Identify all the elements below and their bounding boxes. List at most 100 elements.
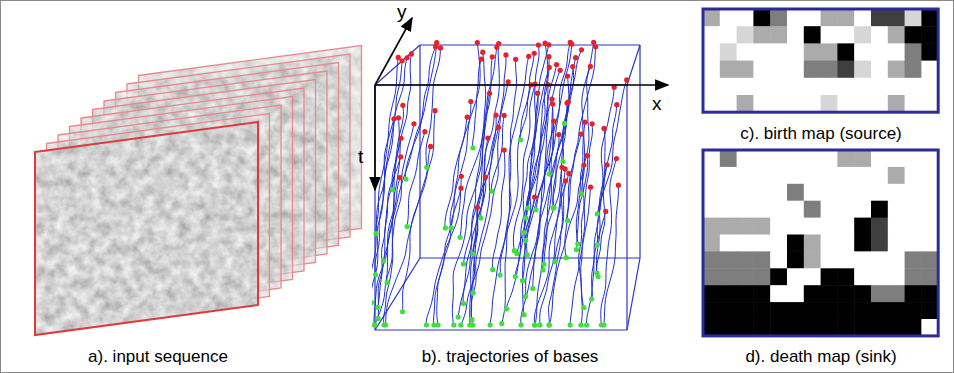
map-cell <box>854 9 871 27</box>
map-cell <box>804 9 821 27</box>
birth-point <box>400 103 405 108</box>
map-border <box>703 9 938 112</box>
trajectory <box>520 53 534 140</box>
map-cell <box>821 184 838 201</box>
map-cell <box>753 302 770 319</box>
map-cell <box>854 26 871 44</box>
death-point <box>469 317 474 322</box>
trajectories <box>372 40 629 328</box>
map-cell <box>737 9 754 27</box>
map-cell <box>921 319 938 336</box>
map-cell <box>837 251 854 268</box>
map-cell <box>804 218 821 235</box>
map-cell <box>804 251 821 268</box>
birth-point <box>563 178 568 183</box>
map-cell <box>804 201 821 218</box>
trajectory <box>407 132 425 227</box>
map-cell <box>854 184 871 201</box>
map-cell <box>921 95 938 113</box>
trajectory <box>471 127 498 325</box>
video-frame <box>35 122 258 335</box>
map-cell <box>888 218 905 235</box>
birth-point <box>432 108 437 113</box>
death-point <box>521 230 526 235</box>
map-cell <box>888 167 905 184</box>
death-point <box>478 215 483 220</box>
birth-point <box>591 40 596 45</box>
map-cell <box>837 285 854 302</box>
death-point <box>458 322 463 327</box>
death-point <box>375 316 380 321</box>
birth-point <box>547 65 552 70</box>
map-cell <box>871 201 888 218</box>
map-cell <box>703 26 720 44</box>
map-cell <box>921 184 938 201</box>
map-cell <box>804 302 821 319</box>
map-cell <box>720 285 737 302</box>
death-point <box>589 296 594 301</box>
map-cell <box>888 184 905 201</box>
map-cell <box>905 78 922 96</box>
birth-point <box>536 42 541 47</box>
birth-point <box>565 73 570 78</box>
death-point <box>523 294 528 299</box>
map-cell <box>821 302 838 319</box>
map-cell <box>804 150 821 167</box>
map-cell <box>888 26 905 44</box>
map-cell <box>888 78 905 96</box>
death-point <box>372 300 374 305</box>
map-cell <box>787 78 804 96</box>
map-cell <box>921 150 938 167</box>
map-cell <box>737 235 754 252</box>
map-cell <box>854 167 871 184</box>
map-cell <box>787 201 804 218</box>
death-point <box>381 322 386 327</box>
death-point <box>457 235 462 240</box>
death-point <box>532 322 537 327</box>
death-point <box>513 274 518 279</box>
birth-point <box>434 40 439 45</box>
map-cell <box>821 218 838 235</box>
map-cell <box>737 95 754 113</box>
map-cell <box>837 218 854 235</box>
map-cell <box>888 43 905 61</box>
birth-point <box>475 40 480 45</box>
map-cell <box>921 9 938 27</box>
trajectory <box>445 117 467 228</box>
death-point <box>400 309 405 314</box>
birth-point <box>614 156 619 161</box>
death-point <box>568 322 573 327</box>
birth-point <box>563 166 568 171</box>
map-cell <box>770 43 787 61</box>
map-cell <box>703 95 720 113</box>
birth-point <box>475 205 480 210</box>
death-point <box>443 225 448 230</box>
birth-point <box>391 116 396 121</box>
birth-point <box>526 54 531 59</box>
trajectory <box>434 188 461 325</box>
map-cell <box>821 167 838 184</box>
map-cell <box>753 78 770 96</box>
trajectory <box>597 87 614 244</box>
map-cell <box>720 26 737 44</box>
map-cell <box>871 26 888 44</box>
map-cell <box>905 251 922 268</box>
birth-point <box>546 42 551 47</box>
death-point <box>518 137 523 142</box>
map-cell <box>703 9 720 27</box>
birth-map <box>703 9 939 113</box>
map-cell <box>854 235 871 252</box>
birth-point <box>579 131 584 136</box>
birth-point <box>584 153 589 158</box>
map-cell <box>753 201 770 218</box>
map-cell <box>921 201 938 218</box>
map-cell <box>787 150 804 167</box>
map-cell <box>821 95 838 113</box>
birth-point <box>614 102 619 107</box>
map-cell <box>871 251 888 268</box>
panel-caption: c). birth map (source) <box>740 124 902 144</box>
map-cell <box>787 235 804 252</box>
map-cell <box>720 61 737 79</box>
map-cell <box>720 251 737 268</box>
map-cell <box>770 201 787 218</box>
